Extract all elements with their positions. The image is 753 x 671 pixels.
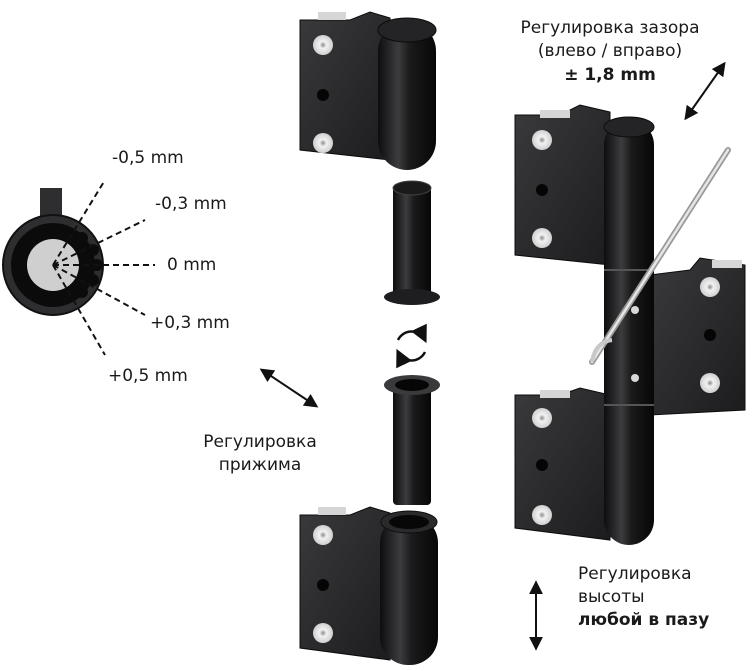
lower-bushing	[384, 375, 440, 505]
gap-adjust-direction: (влево / вправо)	[537, 41, 683, 61]
screw	[313, 35, 333, 55]
gap-adjust-value: ± 1,8 mm	[564, 65, 656, 85]
assembled-hinge	[514, 104, 746, 545]
offset-label-minus-03: -0,3 mm	[155, 194, 227, 214]
top-hinge-leaf	[299, 11, 437, 170]
adjustment-key	[589, 147, 731, 365]
screw	[313, 133, 333, 153]
gap-arrow-icon	[684, 61, 726, 121]
hole	[317, 579, 329, 591]
offset-label-minus-05: -0,5 mm	[112, 148, 184, 168]
offset-label-plus-05: +0,5 mm	[108, 366, 188, 386]
hole	[317, 89, 329, 101]
upper-bushing	[384, 180, 440, 305]
pressure-adjust-subtitle: прижима	[218, 455, 302, 475]
screw	[313, 525, 333, 545]
height-adjust-title: Регулировка	[578, 564, 692, 584]
offset-label-plus-03: +0,3 mm	[150, 313, 230, 333]
screw	[313, 623, 333, 643]
cam-tab	[40, 188, 62, 218]
height-adjust-note: любой в пазу	[578, 610, 710, 630]
height-adjust-subtitle: высоты	[578, 587, 645, 607]
rotate-icon	[396, 323, 427, 369]
offset-cam-diagram	[2, 179, 155, 356]
bottom-hinge-leaf	[299, 506, 438, 665]
offset-label-zero: 0 mm	[167, 255, 217, 275]
offset-lines	[52, 179, 155, 356]
pressure-arrow-icon	[259, 368, 319, 408]
gap-adjust-title: Регулировка зазора	[520, 18, 700, 38]
pressure-adjust-title: Регулировка	[203, 432, 317, 452]
